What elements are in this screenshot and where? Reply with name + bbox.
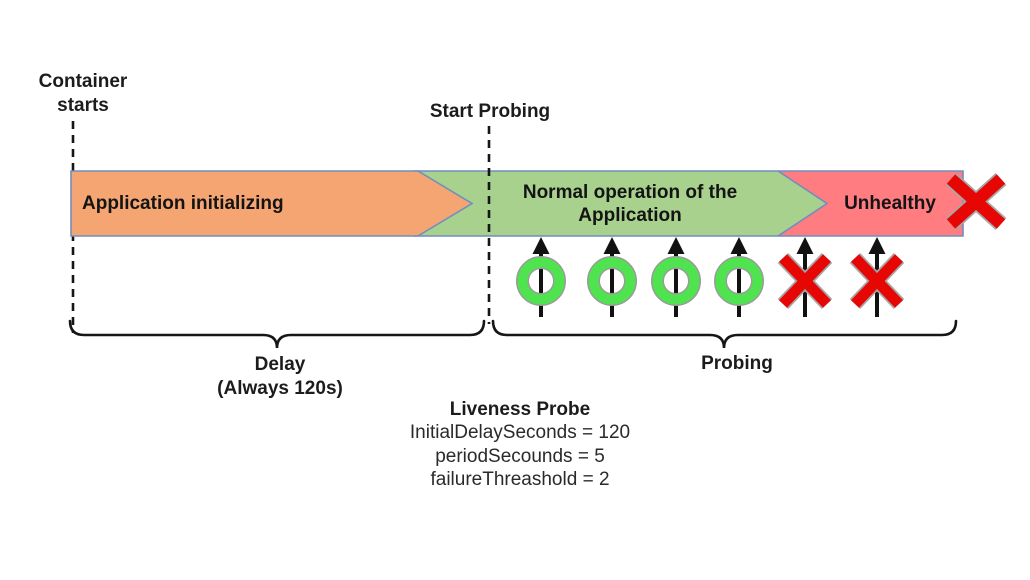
phase-unhealthy-label: Unhealthy: [844, 193, 936, 214]
delay-brace: [68, 319, 486, 349]
probe-success-icon: [714, 237, 764, 317]
legend-title: Liveness Probe: [449, 399, 591, 420]
probe-success-icon: [516, 237, 566, 317]
probing-brace: [491, 319, 958, 349]
delay-brace-label: Delay (Always 120s): [217, 354, 343, 399]
probe-failure-icon: [849, 237, 905, 317]
probing-brace-label: Probing: [701, 353, 773, 374]
unhealthy-x-icon: [945, 173, 1007, 230]
liveness-probe-legend: Liveness Probe InitialDelaySeconds = 120…: [340, 398, 700, 492]
legend-period-seconds: periodSecounds = 5: [435, 445, 605, 467]
phase-normal-operation-label: Normal operation of the Application: [522, 182, 738, 226]
phase-initializing-shape: [70, 170, 474, 237]
legend-initial-delay: InitialDelaySeconds = 120: [409, 422, 631, 443]
phase-initializing-label: Application initializing: [82, 193, 284, 214]
probe-failure-icon: [777, 237, 833, 317]
start-probing-label: Start Probing: [429, 101, 551, 122]
legend-failure-threshold: failureThreashold = 2: [430, 469, 610, 490]
probe-success-icon: [651, 237, 701, 317]
probe-success-icon: [587, 237, 637, 317]
container-starts-label: Container starts: [38, 71, 128, 116]
